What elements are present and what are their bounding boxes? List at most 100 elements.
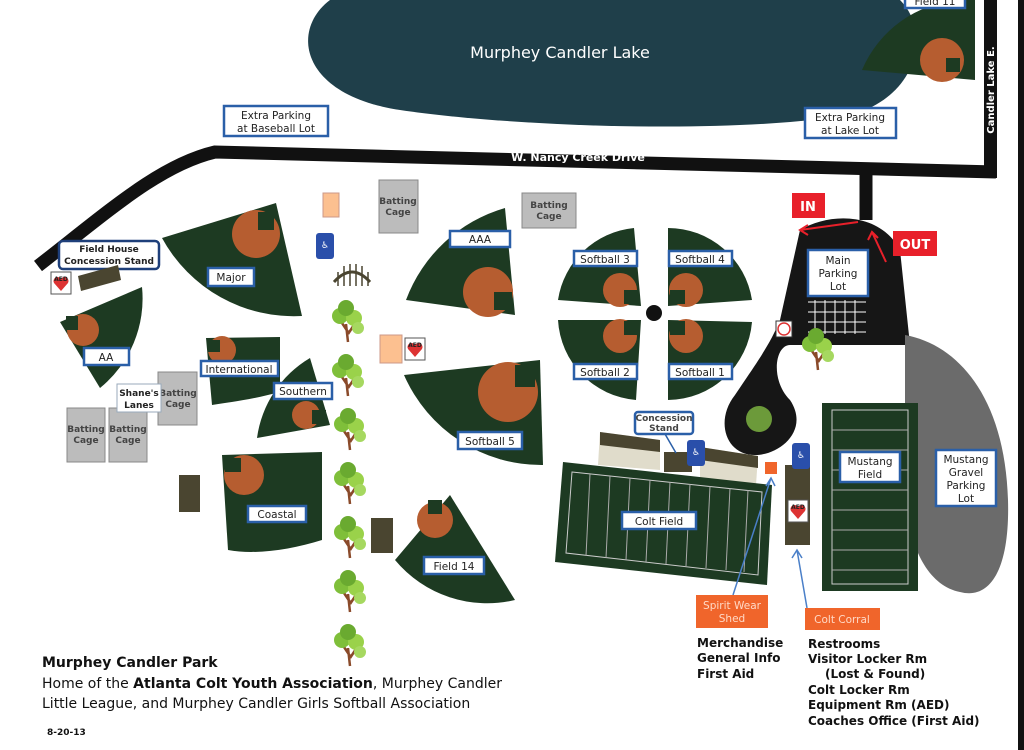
field-major[interactable]: Major xyxy=(162,203,302,317)
field-coastal[interactable]: Coastal xyxy=(222,452,322,552)
svg-text:Batting: Batting xyxy=(67,425,104,435)
tree-icon xyxy=(332,514,368,560)
svg-text:AED: AED xyxy=(791,504,805,511)
map-caption: Murphey Candler Park Home of the Atlanta… xyxy=(42,655,502,738)
mustang-gravel-label: Mustang Gravel Parking Lot xyxy=(934,448,998,508)
svg-text:Parking: Parking xyxy=(947,480,986,492)
svg-text:Home of the Atlanta Colt Youth: Home of the Atlanta Colt Youth Associati… xyxy=(42,676,502,692)
colt-corral-services: Restrooms Visitor Locker Rm (Lost & Foun… xyxy=(808,637,980,728)
no-parking-icon xyxy=(775,320,793,338)
field-14[interactable]: Field 14 xyxy=(395,495,515,604)
svg-text:Stand: Stand xyxy=(649,424,679,434)
restroom-icon xyxy=(687,440,705,466)
roundabout-green xyxy=(746,406,772,432)
svg-text:AAA: AAA xyxy=(469,234,492,246)
field-aa[interactable]: AA xyxy=(60,287,143,388)
field-11[interactable]: Field 11 xyxy=(862,0,975,82)
svg-text:Lanes: Lanes xyxy=(124,401,154,411)
svg-text:Softball 5: Softball 5 xyxy=(465,436,515,448)
svg-text:Batting: Batting xyxy=(530,201,567,211)
tree-icon xyxy=(332,406,368,452)
svg-text:Cage: Cage xyxy=(536,212,561,222)
svg-text:Major: Major xyxy=(216,272,246,284)
colt-field[interactable]: Colt Field xyxy=(555,462,772,585)
svg-text:Softball 1: Softball 1 xyxy=(675,367,725,379)
svg-text:AED: AED xyxy=(54,276,68,283)
lake-label: Murphey Candler Lake xyxy=(470,43,650,62)
aed-icon: AED xyxy=(50,271,72,295)
svg-text:Field 14: Field 14 xyxy=(434,561,475,573)
svg-text:Extra Parking: Extra Parking xyxy=(241,110,311,122)
svg-text:Mustang: Mustang xyxy=(847,456,892,468)
svg-text:Field House: Field House xyxy=(79,245,139,255)
main-parking-label: Main Parking Lot xyxy=(806,248,870,298)
extra-parking-baseball: Extra Parking at Baseball Lot xyxy=(222,104,330,138)
field-softball-3[interactable]: Softball 3 xyxy=(558,228,641,307)
svg-text:Colt Field: Colt Field xyxy=(635,516,683,528)
tree-icon xyxy=(332,622,368,668)
field-house-concession-label: Field House Concession Stand xyxy=(57,239,161,271)
field-softball-2[interactable]: Softball 2 xyxy=(558,319,641,400)
field-softball-1[interactable]: Softball 1 xyxy=(667,319,752,400)
spirit-wear-shed-marker xyxy=(765,462,777,474)
candler-lake-e-road xyxy=(984,0,997,178)
out-sign: OUT xyxy=(867,230,937,263)
svg-text:Cage: Cage xyxy=(385,208,410,218)
spirit-wear-services: Merchandise General Info First Aid xyxy=(697,636,783,681)
restroom-icon xyxy=(792,443,810,469)
svg-text:IN: IN xyxy=(800,200,816,215)
in-sign: IN xyxy=(792,193,859,236)
concession-stand-label: Concession Stand xyxy=(633,410,695,454)
svg-text:Softball 3: Softball 3 xyxy=(580,254,630,266)
murphey-candler-lake xyxy=(308,0,917,127)
field-international[interactable]: International xyxy=(199,336,280,405)
svg-text:Batting: Batting xyxy=(109,425,146,435)
svg-text:Concession Stand: Concession Stand xyxy=(64,257,154,267)
svg-text:Mustang: Mustang xyxy=(943,454,988,466)
side-road-label: Candler Lake E. xyxy=(986,46,997,133)
field-11-label: Field 11 xyxy=(915,0,956,8)
svg-text:Gravel: Gravel xyxy=(949,467,983,479)
svg-text:Southern: Southern xyxy=(279,386,327,398)
field-house-building xyxy=(78,265,121,291)
colt-concession-buildings xyxy=(598,432,758,485)
svg-text:Batting: Batting xyxy=(159,389,196,399)
svg-text:Visitor Locker Rm: Visitor Locker Rm xyxy=(808,652,927,666)
svg-text:International: International xyxy=(205,364,272,376)
svg-text:Main: Main xyxy=(825,255,850,267)
svg-text:Extra Parking: Extra Parking xyxy=(815,112,885,124)
svg-text:8-20-13: 8-20-13 xyxy=(47,728,86,738)
center-post xyxy=(646,305,662,321)
mustang-field[interactable]: Mustang Field xyxy=(822,403,918,591)
shed xyxy=(179,475,200,512)
svg-text:Softball 2: Softball 2 xyxy=(580,367,630,379)
peach-building xyxy=(379,334,403,364)
svg-text:Lot: Lot xyxy=(830,281,846,293)
restroom-icon xyxy=(316,233,334,259)
svg-text:Cage: Cage xyxy=(115,436,140,446)
field-southern[interactable]: Southern xyxy=(257,358,334,438)
svg-text:Equipment Rm (AED): Equipment Rm (AED) xyxy=(808,698,949,712)
field-softball-5[interactable]: Softball 5 xyxy=(404,360,543,466)
colt-corral-label: Colt Corral xyxy=(805,608,880,630)
svg-text:Softball 4: Softball 4 xyxy=(675,254,725,266)
svg-text:at Baseball Lot: at Baseball Lot xyxy=(237,123,315,135)
svg-text:Cage: Cage xyxy=(165,400,190,410)
shanes-lanes-label: Shane's Lanes xyxy=(116,383,162,413)
svg-text:Coaches Office (First Aid): Coaches Office (First Aid) xyxy=(808,714,980,728)
aed-icon: AED xyxy=(787,499,809,523)
svg-text:Shed: Shed xyxy=(719,613,745,625)
svg-text:Merchandise: Merchandise xyxy=(697,636,783,650)
svg-text:Colt Corral: Colt Corral xyxy=(814,614,870,626)
field-softball-4[interactable]: Softball 4 xyxy=(667,228,752,307)
field-aaa[interactable]: AAA xyxy=(406,208,515,317)
svg-text:Cage: Cage xyxy=(73,436,98,446)
aed-icon: AED xyxy=(404,337,426,361)
svg-text:Spirit Wear: Spirit Wear xyxy=(703,600,762,612)
svg-text:Colt Locker Rm: Colt Locker Rm xyxy=(808,683,910,697)
